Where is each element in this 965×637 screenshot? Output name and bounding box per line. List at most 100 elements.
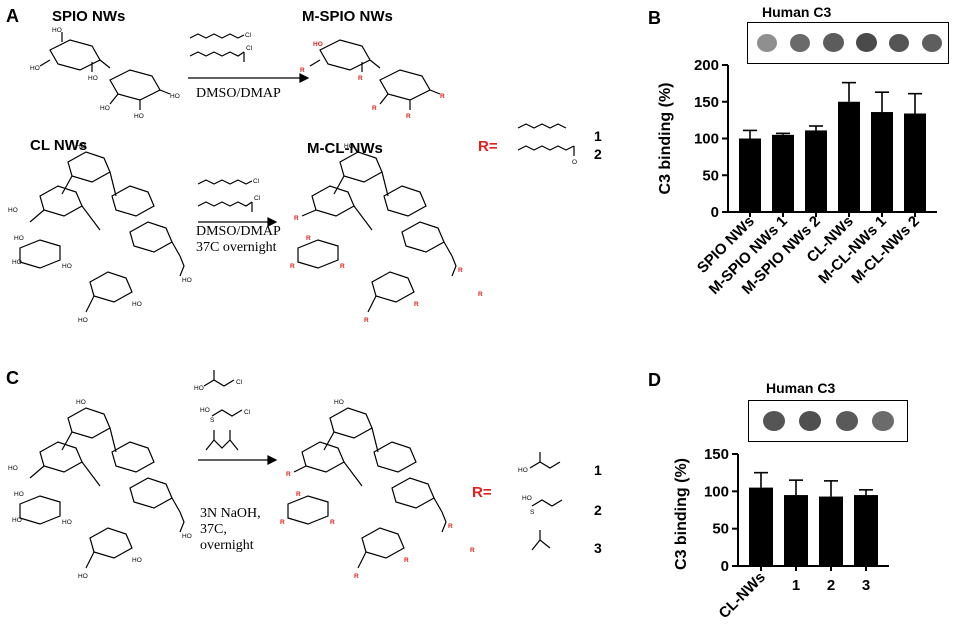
svg-text:HO: HO <box>8 207 18 214</box>
svg-text:HO: HO <box>132 301 142 308</box>
svg-text:R: R <box>294 215 299 222</box>
y-tick-label: 0 <box>721 558 729 575</box>
svg-text:R: R <box>280 519 285 526</box>
svg-text:HO: HO <box>334 399 344 406</box>
panel-c-structures: HO Cl HO S Cl HO HO HO HO HO HO HO HO <box>8 370 563 580</box>
svg-text:O: O <box>572 159 577 166</box>
reagent-bottom-1: Cl <box>197 178 260 185</box>
svg-text:HO: HO <box>518 467 528 474</box>
y-tick-label: 0 <box>711 204 719 221</box>
arrow-c-head <box>267 455 278 465</box>
blot-box-d <box>748 400 908 442</box>
blot-dot <box>799 411 821 431</box>
svg-text:R: R <box>448 523 453 530</box>
panel-letter-c: C <box>6 368 19 388</box>
svg-text:R: R <box>372 105 377 112</box>
svg-text:R: R <box>404 557 409 564</box>
y-axis-label: C3 binding (%) <box>657 83 674 195</box>
svg-text:Cl: Cl <box>246 45 253 52</box>
bar <box>904 113 926 212</box>
reagent-c-sulfonic: HO S Cl <box>200 407 251 424</box>
condition-top: DMSO/DMAP <box>196 86 281 101</box>
condition-bottom-2: 37C overnight <box>196 240 277 255</box>
r-group-a-2: O <box>517 145 577 166</box>
condition-c-1: 3N NaOH, <box>200 506 261 521</box>
blot-dot <box>856 33 877 52</box>
svg-text:R: R <box>364 317 369 324</box>
svg-text:Cl: Cl <box>244 409 251 416</box>
svg-text:R: R <box>290 263 295 270</box>
bar <box>739 138 761 212</box>
svg-text:HO: HO <box>100 105 110 112</box>
bar <box>838 101 860 212</box>
reagent-c-chloroacetic: HO Cl <box>194 370 243 392</box>
svg-text:R: R <box>306 235 311 242</box>
r-num-c-1: 1 <box>594 462 602 478</box>
svg-text:HO: HO <box>12 517 22 524</box>
reagent-top-2: Cl <box>189 45 253 62</box>
svg-text:HO: HO <box>182 533 192 540</box>
condition-bottom-1: DMSO/DMAP <box>196 224 281 239</box>
m-spio-nws-label: M-SPIO NWs <box>302 8 393 25</box>
svg-text:HO: HO <box>30 65 40 72</box>
y-tick-label: 100 <box>694 131 719 148</box>
y-tick-label: 100 <box>704 483 729 500</box>
svg-text:Cl: Cl <box>254 195 261 202</box>
blot-title-b: Human C3 <box>762 4 832 20</box>
svg-text:R: R <box>458 267 463 274</box>
reagent-bottom-2: Cl <box>197 195 261 212</box>
svg-text:R: R <box>358 75 363 82</box>
bar <box>871 112 893 212</box>
svg-text:HO: HO <box>313 41 323 48</box>
svg-text:HO: HO <box>132 557 142 564</box>
cl-nws-label: CL NWs <box>30 137 88 154</box>
reagent-c-anhydride <box>205 430 239 451</box>
svg-text:R: R <box>414 301 419 308</box>
svg-text:HO: HO <box>14 235 24 242</box>
svg-text:R: R <box>478 291 483 298</box>
spio-nws-label: SPIO NWs <box>52 8 126 25</box>
svg-text:HO: HO <box>344 143 354 150</box>
svg-text:Cl: Cl <box>236 379 243 386</box>
x-tick-label: 2 <box>827 577 835 594</box>
spio-nws-structure: HO HO HO HO HO HO <box>30 27 180 120</box>
svg-text:R: R <box>296 491 301 498</box>
blot-box-b <box>747 22 949 64</box>
svg-text:R: R <box>470 547 475 554</box>
r-num-c-2: 2 <box>594 502 602 518</box>
bar <box>749 487 773 566</box>
cl-nws-structure: HO HO HO HO HO HO HO HO <box>8 143 192 324</box>
blot-dot <box>922 34 942 52</box>
svg-text:HO: HO <box>88 75 98 82</box>
bar <box>819 496 843 566</box>
reagent-top-1: Cl <box>189 32 252 39</box>
panel-a-structures: Cl Cl HO HO HO HO HO HO HO R R R R R Cl <box>8 27 577 324</box>
arrow-bottom-head <box>267 217 278 227</box>
r-num-c-3: 3 <box>594 540 602 556</box>
svg-text:R: R <box>406 113 411 120</box>
x-tick-label: CL-NWs <box>716 569 769 622</box>
r-group-c-1: HO <box>518 452 561 474</box>
bar <box>784 495 808 566</box>
y-tick-label: 150 <box>694 94 719 111</box>
blot-dot <box>790 34 810 52</box>
r-group-c-2: HO S <box>522 495 563 516</box>
m-cl-nws-structure: HO R R R R R R R R <box>290 143 483 324</box>
panel-letter-b: B <box>648 8 661 28</box>
y-tick-label: 50 <box>712 521 729 538</box>
product-structure-c: HO R R R R R R R R <box>280 399 475 580</box>
bar <box>805 130 827 212</box>
condition-c-2: 37C, <box>200 522 227 537</box>
svg-text:R: R <box>354 573 359 580</box>
m-cl-nws-label: M-CL-NWs <box>307 140 383 157</box>
r-label-c: R= <box>472 484 492 501</box>
y-tick-label: 150 <box>704 446 729 463</box>
r-group-c-3 <box>531 530 551 551</box>
svg-text:R: R <box>286 471 291 478</box>
svg-text:HO: HO <box>14 491 24 498</box>
y-axis-label: C3 binding (%) <box>673 458 690 570</box>
svg-text:HO: HO <box>78 317 88 324</box>
svg-text:HO: HO <box>76 143 86 150</box>
bar <box>854 495 878 566</box>
